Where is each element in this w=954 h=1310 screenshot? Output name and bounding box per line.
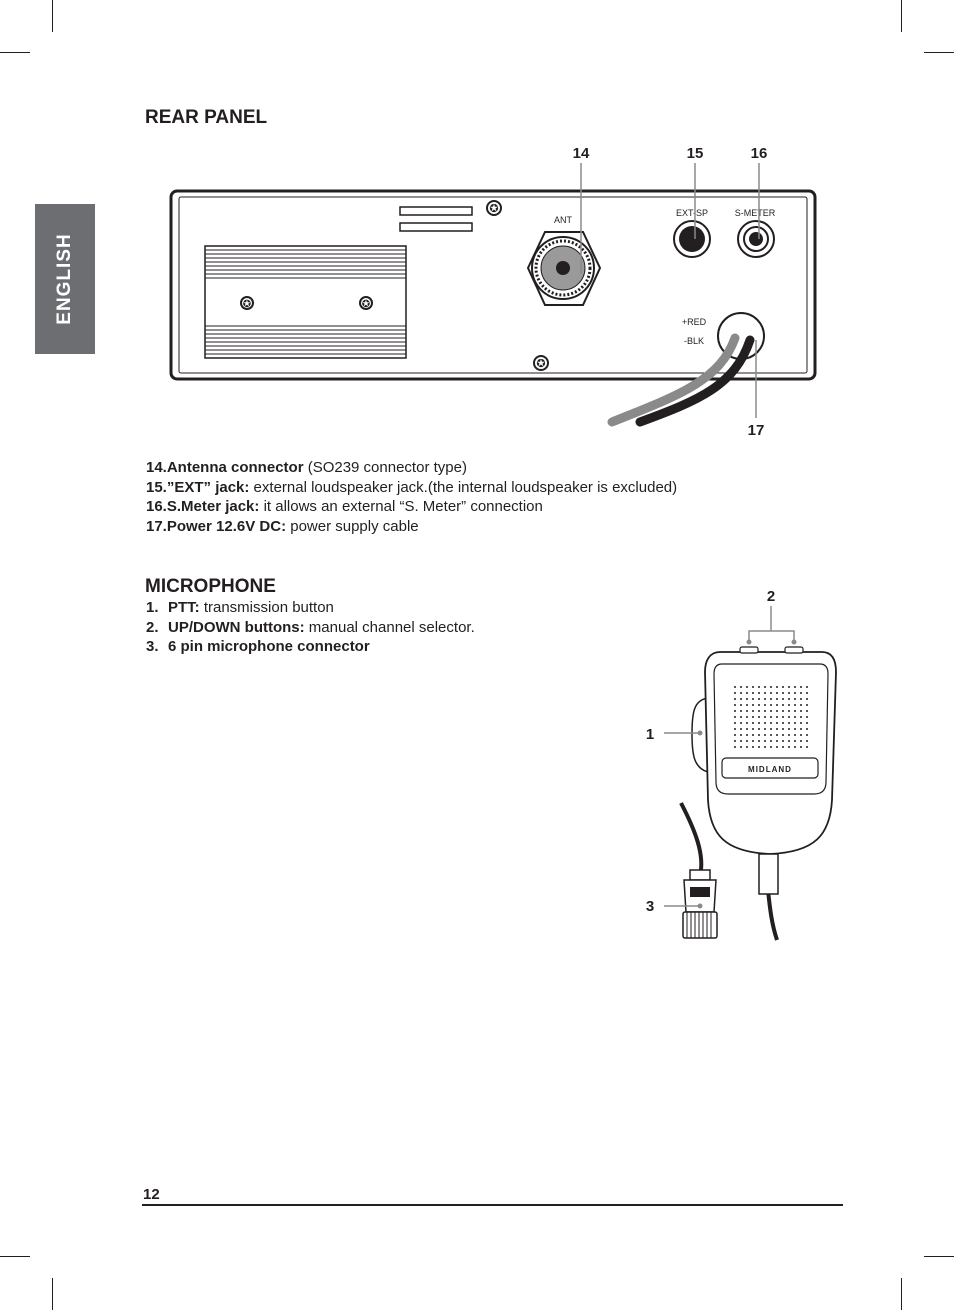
microphone-diagram: MIDLAND 1 2 3 — [646, 588, 837, 941]
mic-cable-boot — [758, 853, 779, 895]
screw-icon — [486, 200, 502, 216]
callout-15: 15 — [687, 145, 704, 162]
up-button — [739, 646, 759, 654]
callout-3: 3 — [646, 898, 654, 915]
heatsink: ✪ ✪ — [204, 245, 407, 359]
callout-1: 1 — [646, 726, 654, 743]
callout-2: 2 — [767, 588, 775, 605]
mic-connector — [682, 869, 718, 939]
language-tab: ENGLISH — [35, 204, 95, 354]
mic-cable — [766, 889, 779, 941]
rear-panel-title: REAR PANEL — [145, 107, 268, 128]
crop-mark — [52, 1278, 53, 1310]
microphone-item: 3.6 pin microphone connector — [146, 638, 370, 655]
down-button — [784, 646, 804, 654]
crop-mark — [924, 1256, 954, 1257]
microphone-item: 1.PTT: transmission button — [146, 599, 334, 616]
page-number: 12 — [143, 1186, 160, 1203]
crop-mark — [901, 0, 902, 32]
rear-panel-item: 15.”EXT” jack: external loudspeaker jack… — [146, 478, 678, 496]
crop-mark — [901, 1278, 902, 1310]
rear-panel-item: 17.Power 12.6V DC: power supply cable — [146, 517, 419, 535]
ext-sp-label: EXT-SP — [676, 208, 708, 218]
svg-text:✪: ✪ — [243, 299, 251, 310]
microphone-title: MICROPHONE — [145, 576, 276, 597]
s-meter-jack — [737, 220, 775, 258]
callout-16: 16 — [751, 145, 768, 162]
rear-panel-item: 16.S.Meter jack: it allows an external “… — [146, 498, 543, 515]
svg-text:✪: ✪ — [536, 358, 545, 370]
crop-mark — [0, 52, 30, 53]
crop-mark — [52, 0, 53, 32]
ext-sp-jack — [673, 220, 711, 258]
callout-14: 14 — [573, 145, 590, 162]
mic-logo: MIDLAND — [748, 765, 792, 774]
svg-text:✪: ✪ — [489, 203, 498, 215]
vent-slot — [399, 206, 473, 216]
antenna-connector — [526, 231, 602, 306]
screw-icon — [533, 355, 549, 371]
rear-panel-descriptions: 14.Antenna connector (SO239 connector ty… — [146, 458, 677, 536]
callout-17: 17 — [748, 422, 765, 439]
crop-mark — [0, 1256, 30, 1257]
mic-speaker-grille — [733, 682, 809, 748]
power-cable — [607, 312, 765, 427]
rear-panel-item: 14.Antenna connector (SO239 connector ty… — [146, 459, 467, 476]
red-wire-label: +RED — [682, 317, 707, 327]
ant-label: ANT — [554, 215, 573, 225]
mic-cable — [679, 802, 704, 876]
vent-slot — [399, 222, 473, 232]
footer-rule — [142, 1204, 843, 1206]
crop-mark — [924, 52, 954, 53]
rear-panel-diagram: ✪ ✪ ✪ ✪ ANT EXT-SP — [169, 145, 817, 439]
mic-logo-plate — [721, 757, 819, 779]
blk-wire-label: -BLK — [684, 336, 704, 346]
s-meter-label: S-METER — [735, 208, 776, 218]
microphone-descriptions: 1.PTT: transmission button 2.UP/DOWN but… — [146, 598, 475, 657]
svg-text:✪: ✪ — [362, 299, 370, 310]
microphone-item: 2.UP/DOWN buttons: manual channel select… — [146, 618, 475, 636]
panel-inner — [178, 196, 808, 374]
